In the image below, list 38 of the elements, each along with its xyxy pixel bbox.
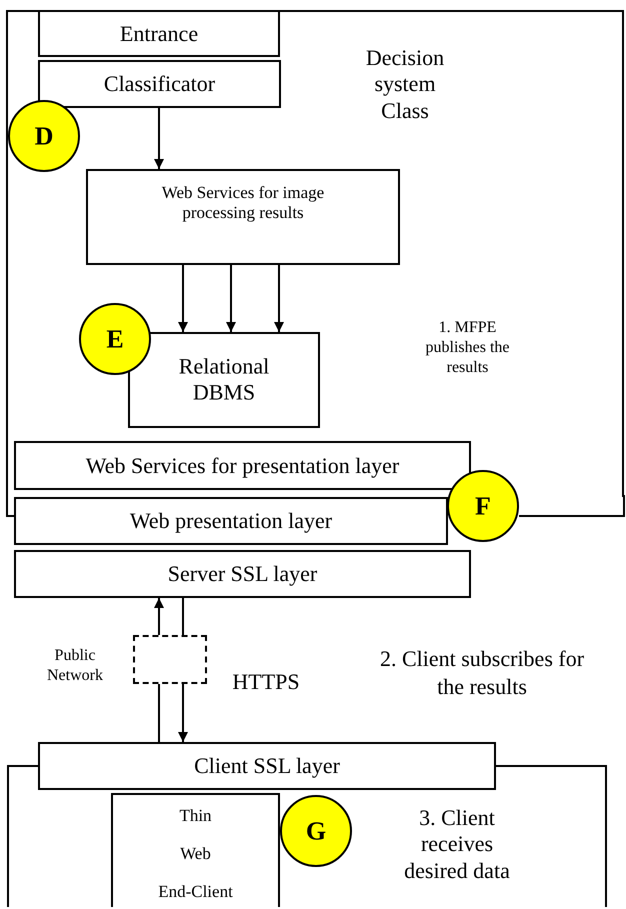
- arrow: [178, 684, 188, 742]
- note-text: 1. MFPE publishes the results: [424, 318, 510, 378]
- circle-letter: G: [304, 815, 328, 847]
- component-box: [14, 441, 471, 490]
- box-label: Entrance: [118, 20, 200, 47]
- connector-note: HTTPS: [231, 668, 301, 696]
- component-box: [86, 169, 400, 265]
- arrow: [178, 265, 188, 332]
- component-box: [111, 793, 280, 907]
- arrow: [154, 598, 164, 635]
- component-box: [38, 742, 496, 790]
- group-heading: Decision system Class: [364, 45, 446, 124]
- component-box: [14, 550, 471, 598]
- arrow: [226, 265, 236, 332]
- component-box: [128, 332, 320, 428]
- box-label: Classificator: [102, 70, 216, 98]
- arrow: [274, 265, 284, 332]
- connector-line: [158, 684, 160, 742]
- circle-letter: E: [105, 323, 125, 355]
- box-label: Relational DBMS: [178, 354, 270, 406]
- system-boundary: [6, 10, 624, 497]
- box-label: Web presentation layer: [128, 508, 334, 534]
- circle-letter: F: [474, 490, 492, 522]
- box-label: Client SSL layer: [193, 752, 341, 780]
- component-box: [14, 497, 448, 545]
- component-box: [38, 10, 280, 57]
- box-label: Thin Web End-Client: [158, 805, 233, 903]
- connector-line: [182, 598, 184, 635]
- box-label: Web Services for presentation layer: [84, 452, 400, 479]
- connector-note: Public Network: [46, 646, 104, 686]
- note-text: 2. Client subscribes for the results: [378, 645, 586, 700]
- box-label: Web Services for image processing results: [160, 183, 326, 224]
- arrow: [154, 108, 164, 169]
- component-box: [38, 60, 281, 108]
- network-box: [133, 635, 207, 684]
- box-label: Server SSL layer: [166, 560, 318, 588]
- group-heading: 3. Client receives desired data: [403, 805, 511, 884]
- circle-letter: D: [34, 120, 54, 152]
